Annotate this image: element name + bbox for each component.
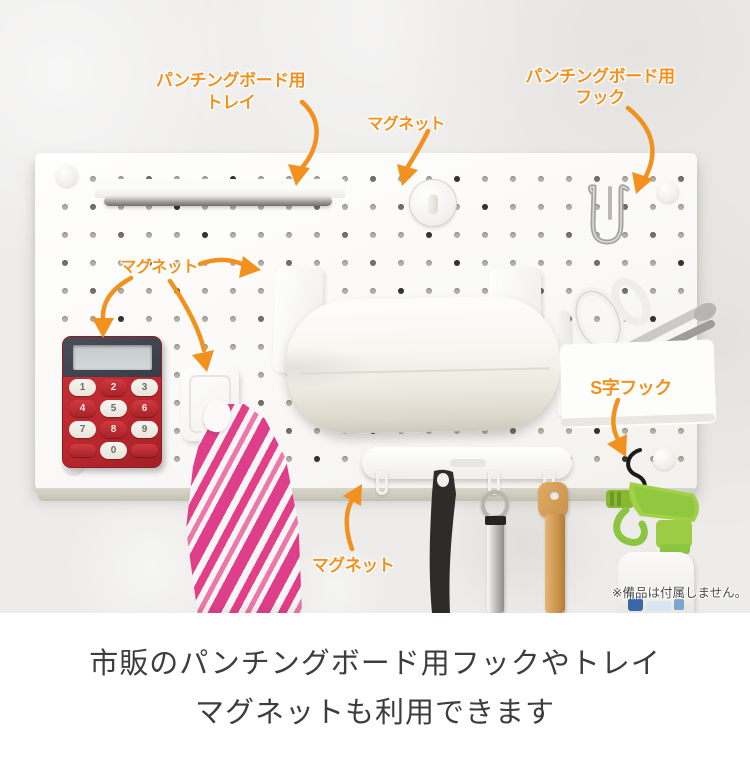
wooden-spatula-top [538, 482, 568, 518]
callout-magnet-bottom: マグネット [311, 556, 395, 575]
spray-bottle-label [647, 601, 671, 611]
photo-area: 1 2 3 4 5 6 7 8 9 0 [0, 0, 750, 613]
paper-towel-roll [284, 295, 562, 435]
spray-bottle-label [628, 598, 643, 611]
calc-key-4: 4 [69, 400, 96, 417]
calc-key-7: 7 [69, 421, 96, 438]
calc-key-8: 8 [100, 421, 127, 438]
calc-key-5: 5 [100, 400, 127, 417]
metal-utensil-band [485, 516, 506, 525]
spray-bottle-label [674, 599, 684, 610]
metal-pegboard-hook [587, 184, 630, 245]
callout-hook: パンチングボード用 フック [515, 66, 685, 108]
calc-key-0: 0 [100, 442, 127, 459]
disclaimer-note: ※備品は付属しません。 [612, 586, 748, 600]
corner-cap-top-right [657, 181, 679, 203]
calc-key-start-stop [131, 444, 158, 457]
black-utensil [429, 469, 456, 613]
round-magnet [409, 179, 457, 227]
callout-hook-line1: パンチングボード用 [525, 67, 675, 86]
calc-key-3: 3 [131, 379, 158, 396]
calc-key-reset [69, 444, 96, 457]
callout-tray: パンチングボード用 トレイ [128, 70, 333, 114]
callout-magnet-top: マグネット [367, 116, 445, 133]
callout-hook-line2: フック [575, 88, 625, 107]
callout-tray-line1: パンチングボード用 [155, 71, 306, 90]
rail-logo [450, 459, 486, 467]
callout-magnet-left: マグネット [120, 259, 198, 276]
pegboard-tray-metal-bar [104, 196, 332, 206]
callout-s-hook: S字フック [590, 378, 672, 398]
round-magnet-knob [428, 194, 438, 213]
hook-rail [362, 447, 572, 479]
corner-cap-top-left [56, 165, 78, 187]
pegboard-tray-surface [95, 186, 345, 198]
pegboard-tray [95, 179, 345, 188]
wooden-spatula-hole [550, 491, 559, 500]
spray-bottle-trigger [606, 482, 699, 554]
caption-area: 市販のパンチングボード用フックやトレイ マグネットも利用できます [0, 613, 750, 779]
calculator-display [73, 345, 152, 370]
metal-utensil-handle [487, 515, 504, 613]
calc-key-1: 1 [69, 379, 96, 396]
utensil-caddy [559, 277, 717, 429]
wooden-spatula-handle [545, 514, 565, 613]
caption-line2: マグネットも利用できます [194, 697, 555, 729]
calculator-top-panel [63, 337, 161, 377]
rail-hook-1 [376, 471, 388, 495]
caption-line1: 市販のパンチングボード用フックやトレイ [89, 648, 661, 680]
corner-cap-bottom-right [653, 448, 675, 470]
calc-key-2: 2 [100, 379, 127, 396]
callout-tray-line2: トレイ [205, 93, 256, 112]
calc-key-6: 6 [131, 400, 158, 417]
pegboard-bottom-edge [38, 488, 694, 501]
calc-key-9: 9 [131, 421, 158, 438]
red-calculator: 1 2 3 4 5 6 7 8 9 0 [62, 336, 162, 468]
